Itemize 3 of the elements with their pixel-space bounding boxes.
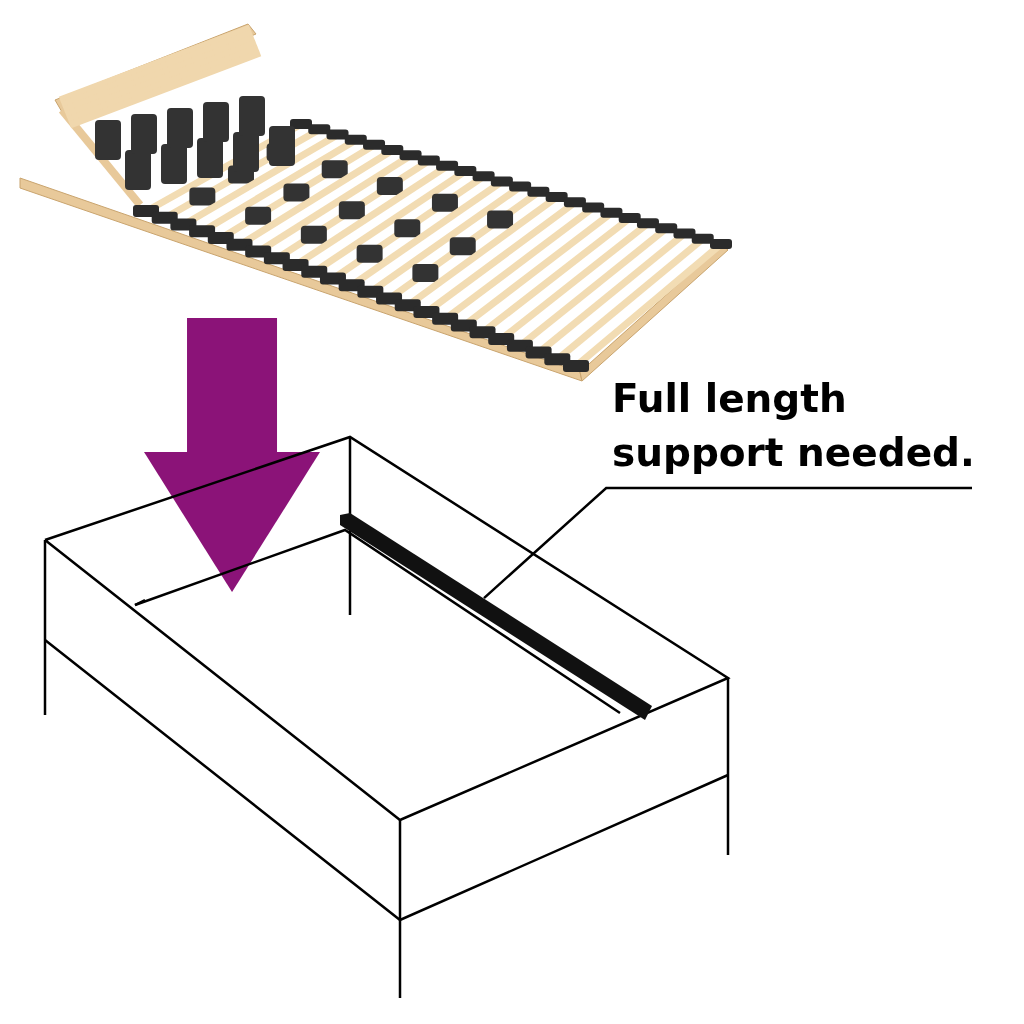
leader-line — [483, 486, 972, 600]
arrow — [144, 317, 321, 593]
callout-text: Full length support needed. — [612, 375, 976, 477]
